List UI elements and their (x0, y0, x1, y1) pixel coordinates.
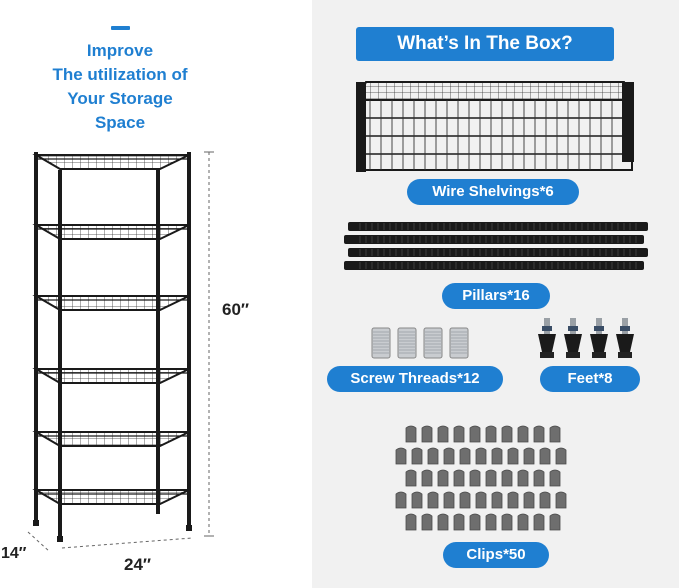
headline: Improve The utilization of Your Storage … (30, 39, 210, 135)
screw-thread-icon (371, 327, 469, 359)
clips-label: Clips*50 (443, 542, 549, 568)
feet-label: Feet*8 (540, 366, 640, 392)
accent-bar (111, 26, 130, 30)
height-dimension-line (204, 151, 214, 537)
box-title: What’s In The Box? (356, 27, 614, 61)
height-label: 60″ (222, 300, 250, 319)
headline-line: Your Storage (67, 89, 173, 108)
shelf-clip-icon (395, 425, 567, 531)
width-label: 24″ (124, 555, 152, 574)
pillars-label: Pillars*16 (442, 283, 550, 309)
width-dimension-line (61, 537, 193, 549)
screw-threads-label: Screw Threads*12 (327, 366, 503, 392)
headline-line: Space (94, 113, 146, 132)
headline-line: The utilization of (52, 65, 188, 84)
pillar-icon (344, 222, 648, 270)
depth-label: 14″ (1, 545, 27, 562)
headline-line: Improve (86, 41, 154, 60)
shelving-unit-image (27, 151, 214, 553)
wire-shelvings-label: Wire Shelvings*6 (407, 179, 579, 205)
depth-dimension-line (27, 531, 51, 553)
leveling-foot-icon (538, 318, 634, 358)
wire-shelf-icon (356, 81, 634, 172)
